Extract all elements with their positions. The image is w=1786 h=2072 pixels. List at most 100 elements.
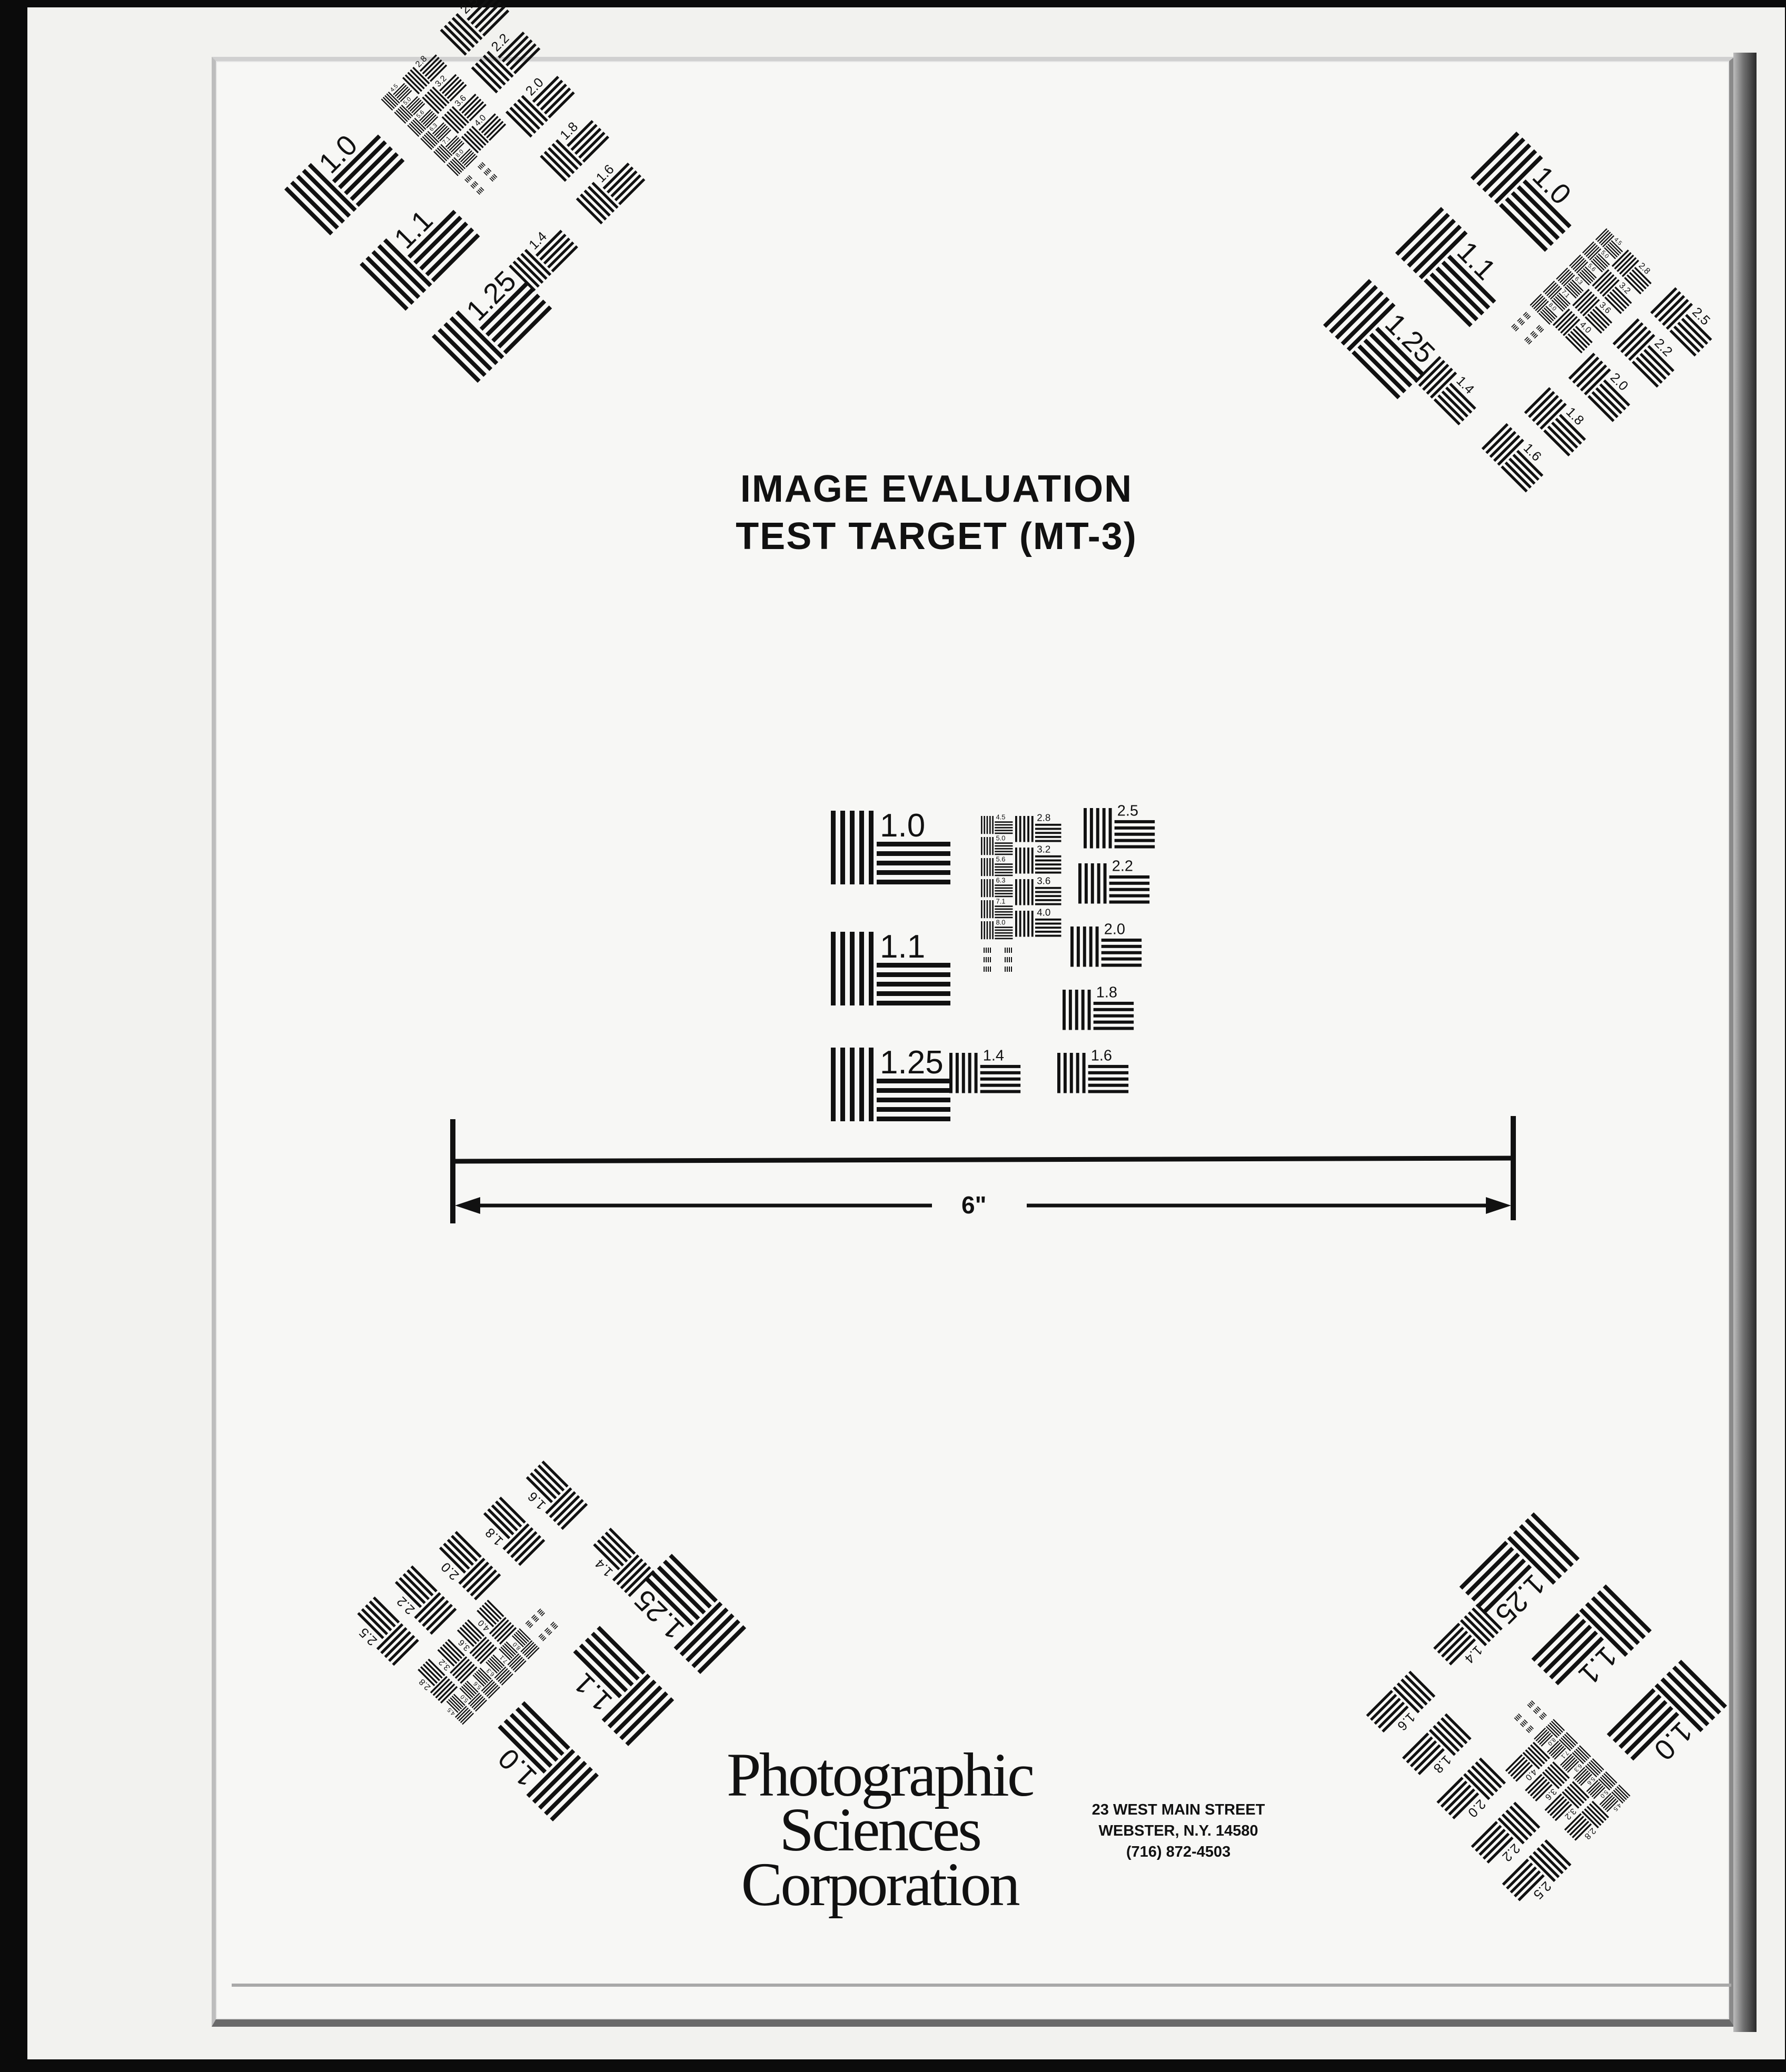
scale-label: 6" <box>961 1191 987 1219</box>
card-bottom-edge <box>232 1984 1731 1987</box>
resolution-element-1-25: 1.25 <box>1323 279 1441 400</box>
resolution-element-1-8: 1.8 <box>1524 387 1586 457</box>
resolution-element-3-6: 3.6 <box>1572 288 1613 334</box>
resolution-element-1-1: 1.1 <box>1395 207 1502 327</box>
resolution-element-1-6: 1.6 <box>1366 1670 1436 1734</box>
company-name-line-1: Photographic <box>727 1740 1035 1809</box>
card-shadow-strip <box>1733 53 1757 2032</box>
center-resolution-target: 1.0 1.1 1.25 1.4 1.6 1.8 2.0 2.2 2.5 2.83.2 3.6 4.0… <box>831 802 1155 1121</box>
resolution-element-7-1: 7.1 <box>981 897 1013 919</box>
resolution-label-1-4: 1.4 <box>983 1047 1004 1064</box>
resolution-element-2-8: 2.8 <box>1564 1800 1609 1841</box>
resolution-element-5-0: 5.0 <box>1586 1771 1618 1799</box>
resolution-element-4-5: 4.5 <box>981 813 1013 834</box>
resolution-label-5-0: 5.0 <box>996 834 1006 842</box>
page-title-line-1: IMAGE EVALUATION <box>740 468 1133 510</box>
company-logo: Photographic Sciences Corporation <box>727 1740 1035 1919</box>
resolution-element-3-2: 3.2 <box>437 1639 478 1684</box>
resolution-element-8-0: 8.0 <box>446 148 478 176</box>
resolution-element-4-0: 4.0 <box>1552 308 1593 354</box>
resolution-element-4-0: 4.0 <box>1015 906 1061 937</box>
resolution-element-6-3: 6.3 <box>1560 1745 1591 1773</box>
resolution-element-2-0: 2.0 <box>1568 353 1631 422</box>
resolution-element-2-5: 2.5 <box>440 0 510 56</box>
resolution-label-2-0: 2.0 <box>1104 921 1125 938</box>
scale-arrowhead-left <box>455 1197 480 1214</box>
resolution-label-1-6: 1.6 <box>1091 1047 1112 1064</box>
resolution-element-7-1: 7.1 <box>1546 1732 1578 1760</box>
resolution-element-8-0: 8.0 <box>512 1628 540 1659</box>
resolution-element-2-2: 2.2 <box>471 31 541 94</box>
resolution-element-5-0: 5.0 <box>460 1680 488 1712</box>
resolution-element-1-25: 1.25 <box>831 1044 950 1121</box>
address-city: WEBSTER, N.Y. 14580 <box>1098 1822 1258 1839</box>
resolution-element-3-2: 3.2 <box>1544 1781 1590 1821</box>
resolution-label-3-6: 3.6 <box>1037 875 1050 886</box>
resolution-element-1-8: 1.8 <box>483 1496 545 1566</box>
resolution-element-2-0: 2.0 <box>505 75 575 138</box>
resolution-element-4-5: 4.5 <box>381 83 412 111</box>
resolution-label-4-5: 4.5 <box>996 813 1006 821</box>
resolution-label-2-5: 2.5 <box>1117 802 1138 819</box>
company-name-line-2: Sciences <box>779 1795 982 1864</box>
bottom-left-resolution-target: 1.01.11.251.41.61.82.02.22.52.83.23.64.0… <box>356 1460 747 1821</box>
address-street: 23 WEST MAIN STREET <box>1092 1801 1265 1818</box>
address-phone: (716) 872-4503 <box>1126 1844 1231 1860</box>
resolution-element-5-0: 5.0 <box>1582 241 1610 273</box>
resolution-element-2-2: 2.2 <box>1078 858 1150 904</box>
resolution-label-2-2: 2.2 <box>1112 858 1133 874</box>
resolution-element-5-0: 5.0 <box>981 834 1013 855</box>
resolution-element-1-4: 1.4 <box>1433 1603 1503 1666</box>
resolution-label-7-1: 7.1 <box>996 897 1006 905</box>
resolution-element-8-0: 8.0 <box>981 918 1013 940</box>
resolution-element-4-5: 4.5 <box>446 1694 474 1725</box>
resolution-label-4-0: 4.0 <box>1037 906 1050 918</box>
resolution-label-1-1: 1.1 <box>880 929 925 965</box>
resolution-element-2-0: 2.0 <box>1436 1757 1506 1820</box>
resolution-element-1-4: 1.4 <box>509 229 578 292</box>
resolution-element-7-1: 7.1 <box>499 1641 527 1672</box>
resolution-element-5-6: 5.6 <box>407 109 439 137</box>
resolution-label-8-0: 8.0 <box>996 918 1006 926</box>
resolution-element-1-0: 1.0 <box>1606 1659 1727 1767</box>
resolution-element-1-8: 1.8 <box>1063 984 1134 1030</box>
resolution-element-3-6: 3.6 <box>457 1619 497 1665</box>
page-title-line-2: TEST TARGET (MT-3) <box>736 515 1137 557</box>
resolution-label-1-8: 1.8 <box>1096 984 1117 1001</box>
resolution-element-3-2: 3.2 <box>1592 269 1632 314</box>
resolution-element-1-0: 1.0 <box>492 1701 599 1821</box>
resolution-element-2-0: 2.0 <box>1070 921 1142 967</box>
resolution-element-7-1: 7.1 <box>433 135 465 163</box>
scale-bar <box>452 1155 1514 1164</box>
resolution-element-1-0: 1.0 <box>831 808 950 884</box>
resolution-element-2-5: 2.5 <box>356 1596 419 1666</box>
test-target-card <box>212 57 1734 2027</box>
resolution-element-2-5: 2.5 <box>1084 802 1155 849</box>
resolution-element-2-8: 2.8 <box>1611 250 1652 295</box>
resolution-label-1-0: 1.0 <box>880 808 925 844</box>
resolution-element-6-3: 6.3 <box>420 122 452 150</box>
scale-arrowhead-right <box>1486 1197 1511 1214</box>
resolution-element-8-0: 8.0 <box>1534 1719 1565 1747</box>
resolution-element-5-6: 5.6 <box>981 855 1013 876</box>
resolution-element-1-1: 1.1 <box>360 204 480 311</box>
company-name-line-3: Corporation <box>741 1850 1020 1919</box>
resolution-label-6-3: 6.3 <box>996 876 1006 884</box>
resolution-element-6-3: 6.3 <box>485 1654 513 1686</box>
resolution-element-1-6: 1.6 <box>1057 1047 1129 1093</box>
resolution-element-1-25: 1.25 <box>628 1553 747 1674</box>
resolution-element-3-6: 3.6 <box>1015 875 1061 905</box>
resolution-element-2-2: 2.2 <box>394 1565 457 1635</box>
resolution-element-7-1: 7.1 <box>1543 281 1571 312</box>
resolution-element-5-6: 5.6 <box>1569 254 1597 286</box>
resolution-element-2-8: 2.8 <box>1015 812 1061 842</box>
resolution-label-3-2: 3.2 <box>1037 843 1050 854</box>
resolution-element-6-3: 6.3 <box>1556 267 1584 299</box>
resolution-label-5-6: 5.6 <box>996 855 1006 863</box>
resolution-element-8-0: 8.0 <box>1530 294 1557 325</box>
resolution-element-1-1: 1.1 <box>831 929 950 1005</box>
resolution-element-3-2: 3.2 <box>1015 843 1061 874</box>
resolution-element-1-8: 1.8 <box>1402 1713 1472 1776</box>
